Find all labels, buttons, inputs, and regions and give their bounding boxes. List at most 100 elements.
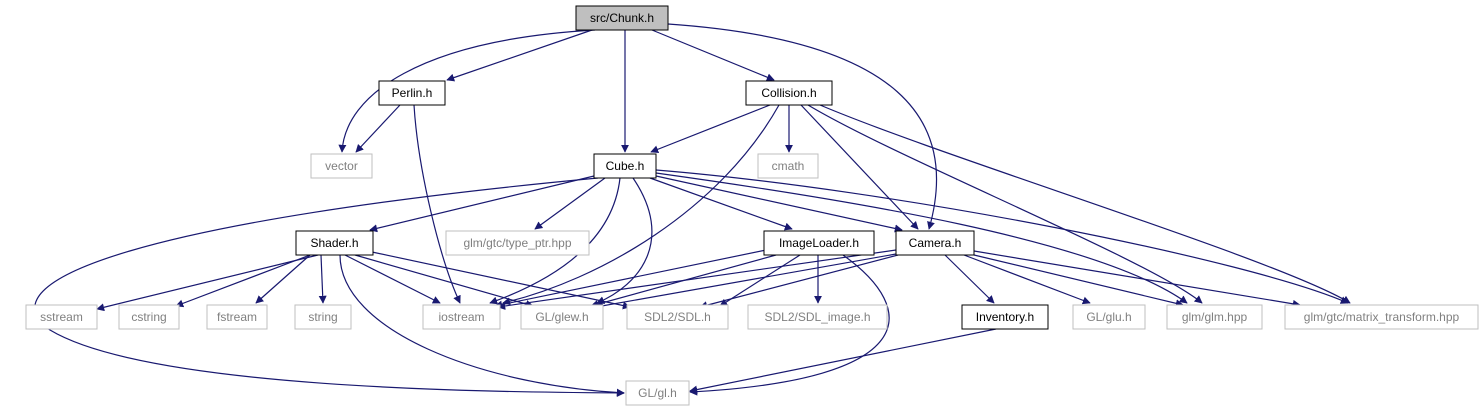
edge-cube-to-shader <box>369 175 595 233</box>
edge-chunk-to-vector <box>338 29 596 153</box>
node-label-cmath: cmath <box>772 159 805 173</box>
edge-shader-to-cstring <box>175 254 311 308</box>
edge-imageloader-to-iostream <box>494 249 767 309</box>
node-gl: GL/gl.h <box>625 380 690 406</box>
node-box-cmath <box>757 153 819 179</box>
node-chunk[interactable]: src/Chunk.h <box>575 5 669 31</box>
node-label-typeptr: glm/gtc/type_ptr.hpp <box>463 236 571 250</box>
node-collision[interactable]: Collision.h <box>745 80 833 106</box>
edge-perlin-to-vector <box>355 104 401 153</box>
edge-imageloader-to-sdl <box>719 254 801 307</box>
node-sstream: sstream <box>25 304 98 330</box>
node-shader[interactable]: Shader.h <box>295 230 374 256</box>
edge-shader-to-gl <box>339 254 625 397</box>
node-label-sdl: SDL2/SDL.h <box>644 310 711 324</box>
edge-shader-to-sdl <box>371 251 631 310</box>
edge-cube-to-glew <box>596 177 653 304</box>
edge-shader-to-string <box>318 254 327 304</box>
edge-cube-to-iostream <box>489 177 621 305</box>
node-camera[interactable]: Camera.h <box>895 230 975 256</box>
node-perlin[interactable]: Perlin.h <box>378 80 446 106</box>
edge-cube-to-imageloader <box>649 177 793 231</box>
node-glu: GL/glu.h <box>1072 304 1146 330</box>
node-label-collision: Collision.h <box>761 86 816 100</box>
node-cstring: cstring <box>118 304 180 330</box>
node-iostream: iostream <box>422 304 501 330</box>
node-label-imageloader: ImageLoader.h <box>779 236 859 250</box>
node-box-string <box>294 304 352 330</box>
edge-camera-to-iostream <box>497 249 897 310</box>
node-box-fstream <box>206 304 268 330</box>
edge-collision-to-cube <box>650 104 771 154</box>
node-label-iostream: iostream <box>438 310 484 324</box>
edge-shader-to-iostream <box>344 254 441 304</box>
node-fstream: fstream <box>206 304 268 330</box>
node-typeptr: glm/gtc/type_ptr.hpp <box>445 230 590 256</box>
node-box-sdl <box>626 304 729 330</box>
node-vector: vector <box>310 153 373 179</box>
edge-shader-to-fstream <box>255 254 311 304</box>
node-sdlimage: SDL2/SDL_image.h <box>747 304 888 330</box>
node-label-mtx: glm/gtc/matrix_transform.hpp <box>1304 310 1460 324</box>
node-imageloader[interactable]: ImageLoader.h <box>763 230 875 256</box>
edge-shader-to-sstream <box>96 254 319 312</box>
node-box-vector <box>310 153 373 179</box>
edge-cube-to-typeptr <box>534 177 606 230</box>
node-label-gl: GL/gl.h <box>638 386 677 400</box>
node-label-fstream: fstream <box>217 310 257 324</box>
node-label-perlin: Perlin.h <box>392 86 433 100</box>
node-box-glu <box>1072 304 1146 330</box>
edge-collision-to-glmhpp <box>807 104 1203 304</box>
node-box-chunk <box>575 5 669 31</box>
edge-camera-to-glu <box>963 254 1091 305</box>
node-label-sdlimage: SDL2/SDL_image.h <box>764 310 870 324</box>
edge-camera-to-inventory <box>944 254 995 304</box>
node-box-sdlimage <box>747 304 888 330</box>
node-label-glew: GL/glew.h <box>535 310 588 324</box>
node-mtx: glm/gtc/matrix_transform.hpp <box>1284 304 1479 330</box>
node-cmath: cmath <box>757 153 819 179</box>
node-box-glew <box>520 304 604 330</box>
edge-camera-to-glew <box>595 253 897 310</box>
node-sdl: SDL2/SDL.h <box>626 304 729 330</box>
node-label-inventory: Inventory.h <box>976 310 1034 324</box>
node-box-inventory <box>961 304 1049 330</box>
node-label-camera: Camera.h <box>909 236 962 250</box>
node-cube[interactable]: Cube.h <box>593 153 657 179</box>
node-label-vector: vector <box>325 159 358 173</box>
edge-chunk-to-collision <box>651 29 775 81</box>
node-string: string <box>294 304 352 330</box>
edge-imageloader-to-gl <box>689 254 890 396</box>
node-box-typeptr <box>445 230 590 256</box>
edge-camera-to-glmhpp <box>973 254 1184 308</box>
node-inventory[interactable]: Inventory.h <box>961 304 1049 330</box>
edge-chunk-to-camera <box>667 23 937 230</box>
node-label-glu: GL/glu.h <box>1086 310 1131 324</box>
edge-shader-to-glew <box>354 254 534 308</box>
edge-camera-to-sdl <box>699 254 899 310</box>
node-glmhpp: glm/glm.hpp <box>1166 304 1263 330</box>
node-box-perlin <box>378 80 446 106</box>
edge-collision-to-mtx <box>819 104 1351 304</box>
node-box-camera <box>895 230 975 256</box>
edges-layer <box>34 23 1351 397</box>
node-box-imageloader <box>763 230 875 256</box>
node-label-cstring: cstring <box>131 310 166 324</box>
node-label-string: string <box>308 310 337 324</box>
node-box-shader <box>295 230 374 256</box>
node-label-cube: Cube.h <box>606 159 645 173</box>
node-box-gl <box>625 380 690 406</box>
node-box-iostream <box>422 304 501 330</box>
node-label-shader: Shader.h <box>310 236 358 250</box>
edge-chunk-to-perlin <box>446 29 593 82</box>
edge-perlin-to-iostream <box>413 104 461 304</box>
node-box-mtx <box>1284 304 1479 330</box>
edge-collision-to-camera <box>800 104 919 230</box>
node-label-sstream: sstream <box>40 310 83 324</box>
node-box-glmhpp <box>1166 304 1263 330</box>
edge-cube-to-mtx <box>655 169 1349 304</box>
node-box-cstring <box>118 304 180 330</box>
edge-inventory-to-gl <box>689 328 997 394</box>
